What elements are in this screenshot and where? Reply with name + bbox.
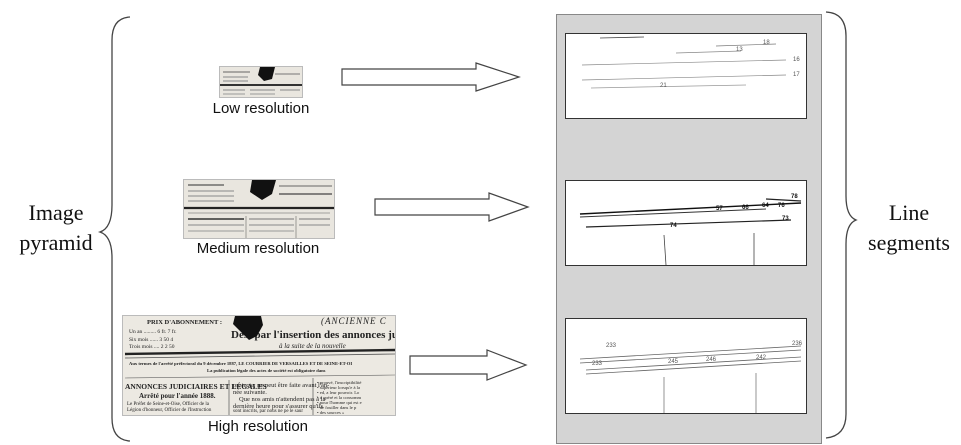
right-label-line1: Line (888, 200, 930, 225)
doc-col-c-l4: • a opéré et la consomm (317, 395, 362, 400)
medium-res-image (183, 179, 335, 239)
low-res-label: Low resolution (212, 100, 310, 117)
doc-notice2: La publication légale des actes de socié… (207, 368, 326, 373)
high-res-image: PRIX D'ABONNEMENT : Un an ......... 6 fr… (122, 315, 396, 416)
ink-blot (233, 316, 263, 340)
doc-col-c-l1: • prouvé, l'inscriptibilité (317, 380, 362, 385)
arrow-high (409, 349, 528, 381)
doc-col-b-l5: sont inscrits, par nous ne pe le saur (233, 409, 303, 414)
doc-col-a-title: ANNONCES JUDICIAIRES ET LÉGALES (125, 382, 267, 391)
doc-subtitle: à la suite de la nouvelle (279, 342, 346, 350)
arrow-medium (374, 192, 530, 222)
seg-label: 73 (782, 216, 789, 222)
doc-header: PRIX D'ABONNEMENT : (147, 319, 222, 326)
doc-col-a-sub: Arrêté pour l'année 1888. (139, 392, 216, 400)
seg-label: 64 (762, 203, 769, 209)
doc-col-c-l3: • ed, a leur pouvoir. Lo (317, 390, 360, 395)
doc-col-c-l7: • des sources » (317, 410, 345, 415)
seg-label: 233 (592, 361, 603, 367)
panel-low-res-segments: 18 13 16 17 21 (565, 33, 807, 119)
low-res-image (219, 66, 303, 98)
seg-label: 18 (763, 40, 770, 46)
seg-label: 66 (742, 205, 749, 211)
seg-label: 57 (716, 206, 723, 212)
doc-col-b-l2: née suivante. (233, 389, 267, 396)
doc-col-a-l2: Légion d'honneur, Officier de l'Instruct… (127, 408, 212, 413)
seg-label: 233 (606, 343, 617, 349)
doc-col-c-l6: • de fouiller dans le p (317, 405, 357, 410)
right-brace (825, 11, 858, 439)
left-label-line1: Image (28, 200, 84, 225)
seg-label: 13 (736, 47, 743, 53)
doc-banner: (ANCIENNE C (321, 316, 387, 326)
seg-label: 16 (793, 57, 800, 63)
seg-label: 21 (660, 83, 667, 89)
doc-col-b-l3: Que nos amis n'attendent pas à la (239, 396, 326, 403)
doc-col-c-l5: • pour l'homme qui est e (317, 400, 362, 405)
doc-col-b-l4: dernière heure pour s'assurer qu'ils (233, 403, 324, 410)
seg-label: 17 (793, 72, 800, 78)
seg-label: 76 (778, 203, 785, 209)
panel-medium-res-segments: 57 66 64 78 76 73 74 (565, 180, 807, 266)
right-label: Line segments (858, 198, 960, 258)
left-label: Image pyramid (12, 198, 100, 258)
doc-col-a-l1: Le Préfet de Seine-et-Oise, Officier de … (127, 402, 209, 407)
panel-high-res-segments: 233 233 245 246 242 236 (565, 318, 807, 414)
right-label-line2: segments (868, 230, 950, 255)
seg-label: 245 (668, 359, 679, 365)
doc-title: Dest par l'insertion des annonces jud (231, 329, 396, 341)
doc-col3: Trois mois .... 2 2 50 (129, 344, 175, 350)
doc-notice1: Aux termes de l'arrêté préfectoral du 9 … (129, 361, 353, 366)
doc-col-c-l2: • supérieur lorsqu'e à la (317, 385, 360, 390)
doc-col2: Six mois ...... 3 50 4 (129, 337, 174, 343)
doc-col-b-l1: protecte, ne peut être faite avant l'an- (233, 382, 330, 389)
seg-label: 74 (670, 223, 677, 229)
high-res-label: High resolution (207, 418, 309, 435)
left-brace (97, 16, 131, 442)
doc-col1: Un an ......... 6 fr. 7 fr. (129, 329, 177, 335)
seg-label: 78 (791, 194, 798, 200)
seg-label: 242 (756, 355, 767, 361)
seg-label: 246 (706, 357, 717, 363)
medium-res-label: Medium resolution (196, 240, 320, 257)
left-label-line2: pyramid (19, 230, 93, 255)
seg-label: 236 (792, 341, 803, 347)
arrow-low (341, 62, 521, 92)
